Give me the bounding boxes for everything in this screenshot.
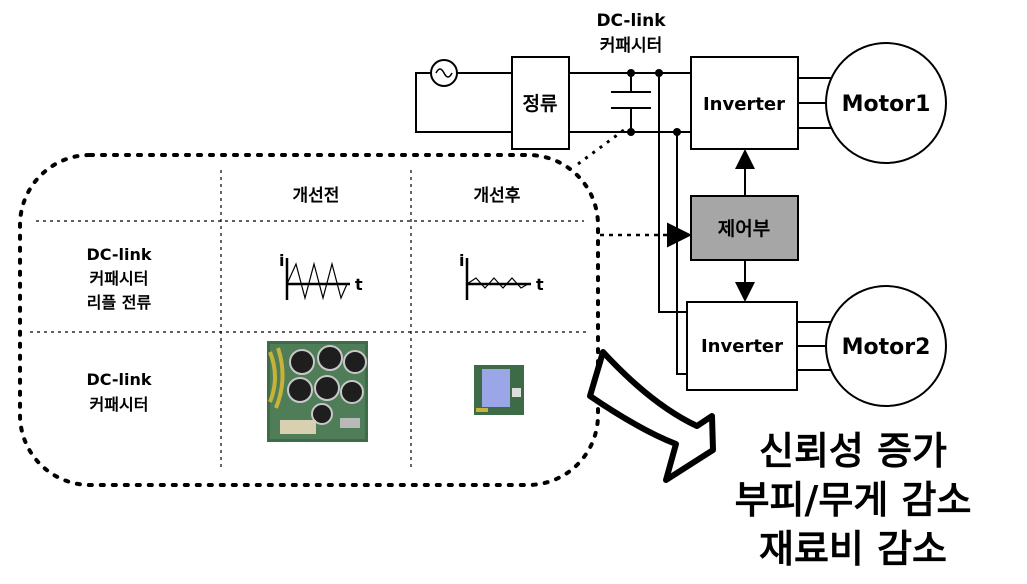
capacitor-board-after-image: [474, 365, 524, 415]
ripple-graph-after: i t: [459, 251, 544, 300]
motor2-circle: [825, 285, 947, 407]
row1-label-line2: 커패시터: [90, 269, 149, 288]
junction-dots: [627, 69, 681, 136]
circuit: [415, 42, 947, 407]
inverter2-label: Inverter: [701, 336, 783, 357]
rectifier-block: [511, 56, 570, 150]
wire-ac-bottom: [415, 72, 512, 133]
controller-block: [690, 195, 799, 261]
ac-sine-icon: [435, 68, 453, 78]
benefit-material-cost: 재료비 감소: [759, 527, 947, 571]
bus-to-inverter2-top: [658, 73, 687, 313]
row1-label-line3: 리플 전류: [87, 293, 152, 312]
dc-link-label-line2: 커패시터: [600, 36, 663, 56]
inverter2-block: [686, 301, 798, 391]
bus-to-inverter2-bottom: [676, 132, 687, 375]
table-grid: [30, 170, 590, 470]
capacitor-board-before-image: [267, 341, 368, 442]
row1-label-line1: DC-link: [86, 245, 151, 264]
benefit-reliability: 신뢰성 증가: [759, 429, 947, 473]
axis-i-after: i: [459, 251, 464, 270]
motor1-circle: [825, 42, 947, 164]
row2-label-line1: DC-link: [86, 370, 151, 389]
benefit-size-weight: 부피/무게 감소: [735, 478, 972, 522]
result-arrow-icon: [587, 349, 716, 483]
row2-label-line2: 커패시터: [90, 395, 149, 414]
motor2-label: Motor2: [842, 335, 931, 360]
ripple-graph-before: i t: [279, 251, 363, 301]
axis-t-after: t: [536, 275, 544, 294]
motor1-label: Motor1: [842, 92, 931, 117]
axis-i-before: i: [279, 251, 284, 270]
rectifier-label: 정류: [523, 93, 558, 115]
dc-link-label-line1: DC-link: [596, 11, 666, 31]
header-after: 개선후: [474, 185, 521, 206]
header-before: 개선전: [293, 186, 340, 206]
inverter1-label: Inverter: [703, 94, 785, 115]
controller-label: 제어부: [718, 218, 770, 240]
callout-leader-capacitor: [577, 125, 629, 166]
axis-t-before: t: [355, 275, 363, 294]
comparison-callout: [18, 153, 600, 487]
